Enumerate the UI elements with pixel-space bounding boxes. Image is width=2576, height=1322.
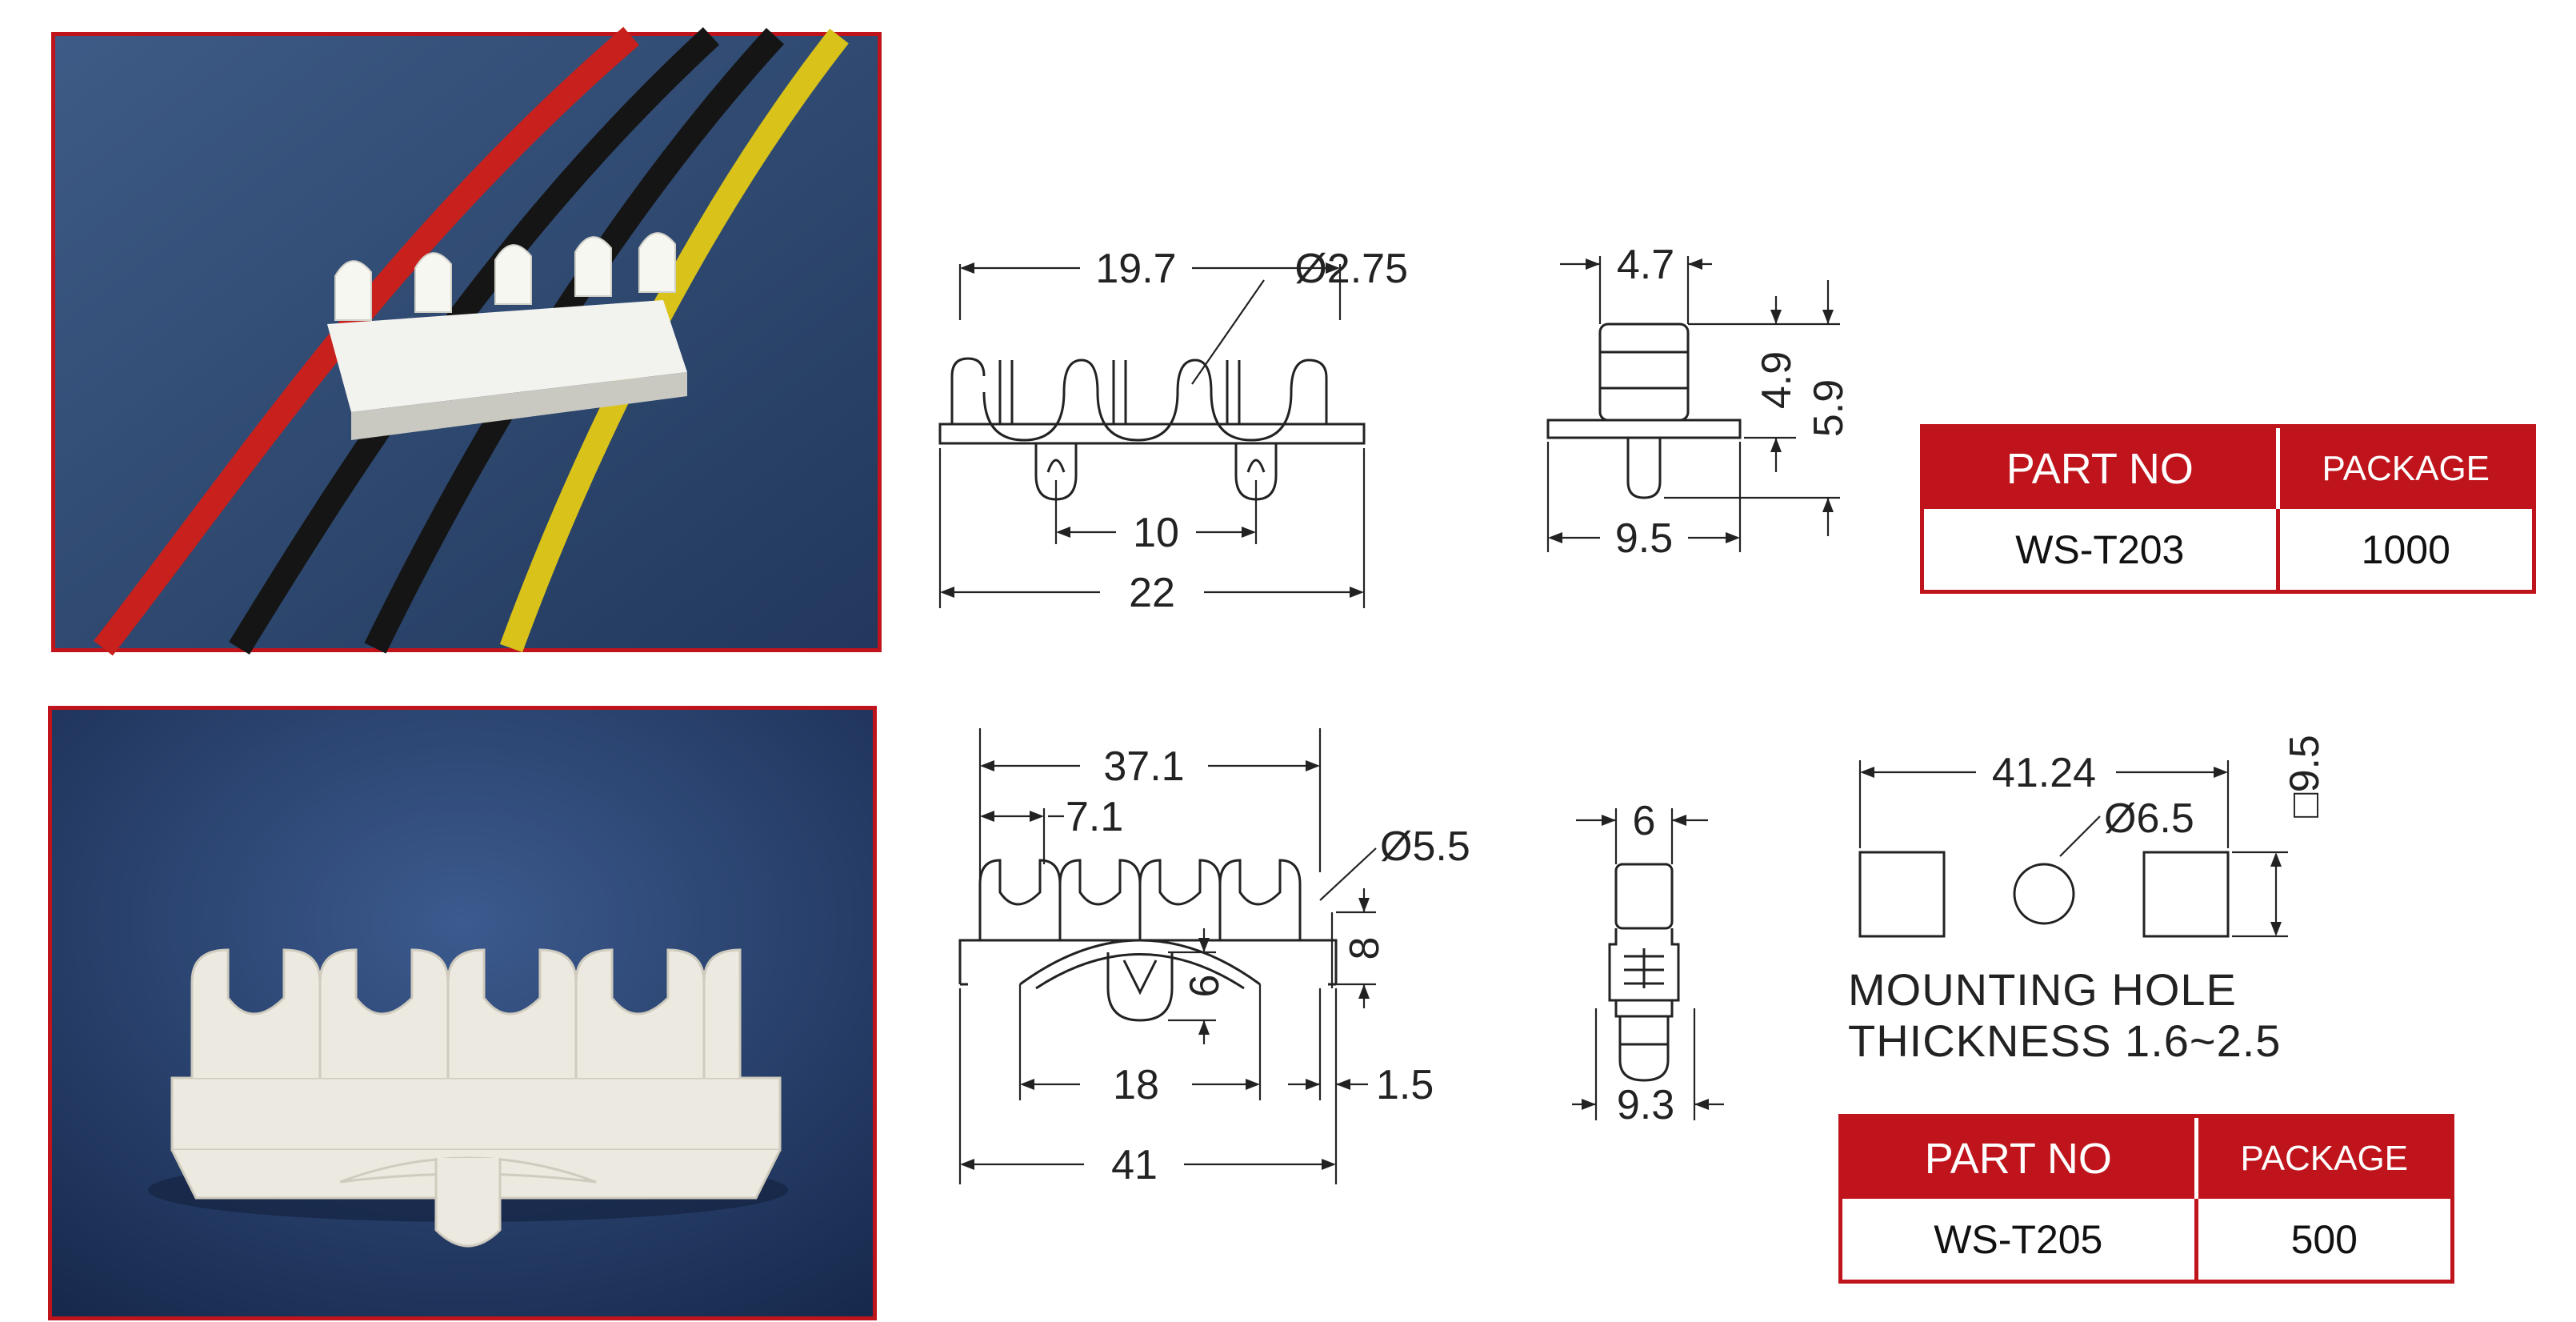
dim-hole-diameter: Ø2.75 <box>1294 246 1408 292</box>
ws-t203-front-view-drawing: 19.7 Ø2.75 10 <box>920 232 1408 624</box>
dim-overall: 41 <box>1111 1142 1158 1188</box>
dim-overall-top: 37.1 <box>1103 743 1184 790</box>
ws-t205-side-view-drawing: 6 9.3 <box>1568 784 1760 1136</box>
product-photo-ws-t205 <box>48 706 877 1320</box>
header-package: PACKAGE <box>2240 1138 2409 1178</box>
header-part-no: PART NO <box>1924 428 2280 509</box>
header-part-no: PART NO <box>1842 1118 2198 1199</box>
dim-hole-diameter: Ø5.5 <box>1380 823 1470 870</box>
cell-package: 500 <box>2290 1216 2358 1262</box>
mounting-note-line2: THICKNESS 1.6~2.5 <box>1848 1016 2282 1066</box>
dim-side-base: 9.5 <box>1615 515 1673 562</box>
ws-t203-part-table: PART NO PACKAGE WS-T203 1000 <box>1920 424 2536 594</box>
dim-pitch: 10 <box>1133 510 1179 556</box>
cell-part-no: WS-T203 <box>1924 509 2280 590</box>
dim-side-base: 9.3 <box>1617 1082 1674 1128</box>
table-row: WS-T203 1000 <box>1924 509 2532 590</box>
dim-width-top: 19.7 <box>1095 246 1176 292</box>
cell-package: 1000 <box>2361 527 2450 572</box>
dim-mount-hole: Ø6.5 <box>2104 795 2194 842</box>
dim-pitch: 7.1 <box>1066 794 1123 840</box>
dim-side-top-width: 4.7 <box>1617 242 1674 288</box>
table-row: WS-T205 500 <box>1842 1199 2450 1280</box>
table-header: PART NO PACKAGE <box>1924 428 2532 509</box>
dim-overall: 22 <box>1129 570 1175 616</box>
dim-side-h1: 4.9 <box>1754 351 1800 409</box>
ws-t205-part-table: PART NO PACKAGE WS-T205 500 <box>1838 1114 2454 1284</box>
ws-t203-side-view-drawing: 4.7 4.9 5.9 9.5 <box>1520 232 1880 568</box>
dim-mount-spacing: 41.24 <box>1992 750 2096 796</box>
table-header: PART NO PACKAGE <box>1842 1118 2450 1199</box>
dim-mount-square: □9.5 <box>2282 735 2328 818</box>
ws-t205-front-view-drawing: 37.1 7.1 Ø5.5 <box>944 720 1472 1192</box>
dim-edge: 1.5 <box>1376 1062 1434 1108</box>
dim-side-h2: 5.9 <box>1806 379 1852 437</box>
dim-side-top-width: 6 <box>1633 798 1656 844</box>
header-package: PACKAGE <box>2322 448 2490 488</box>
dim-height: 8 <box>1342 937 1388 960</box>
mounting-hole-drawing: 41.24 Ø6.5 □9.5 <box>1840 720 2368 968</box>
product-photo-ws-t203 <box>51 26 882 656</box>
dim-arc-width: 18 <box>1113 1062 1159 1108</box>
mounting-note: MOUNTING HOLE THICKNESS 1.6~2.5 <box>1848 964 2296 1068</box>
dim-pin: 6 <box>1182 975 1228 998</box>
mounting-note-line1: MOUNTING HOLE <box>1848 964 2237 1015</box>
cell-part-no: WS-T205 <box>1842 1199 2198 1280</box>
